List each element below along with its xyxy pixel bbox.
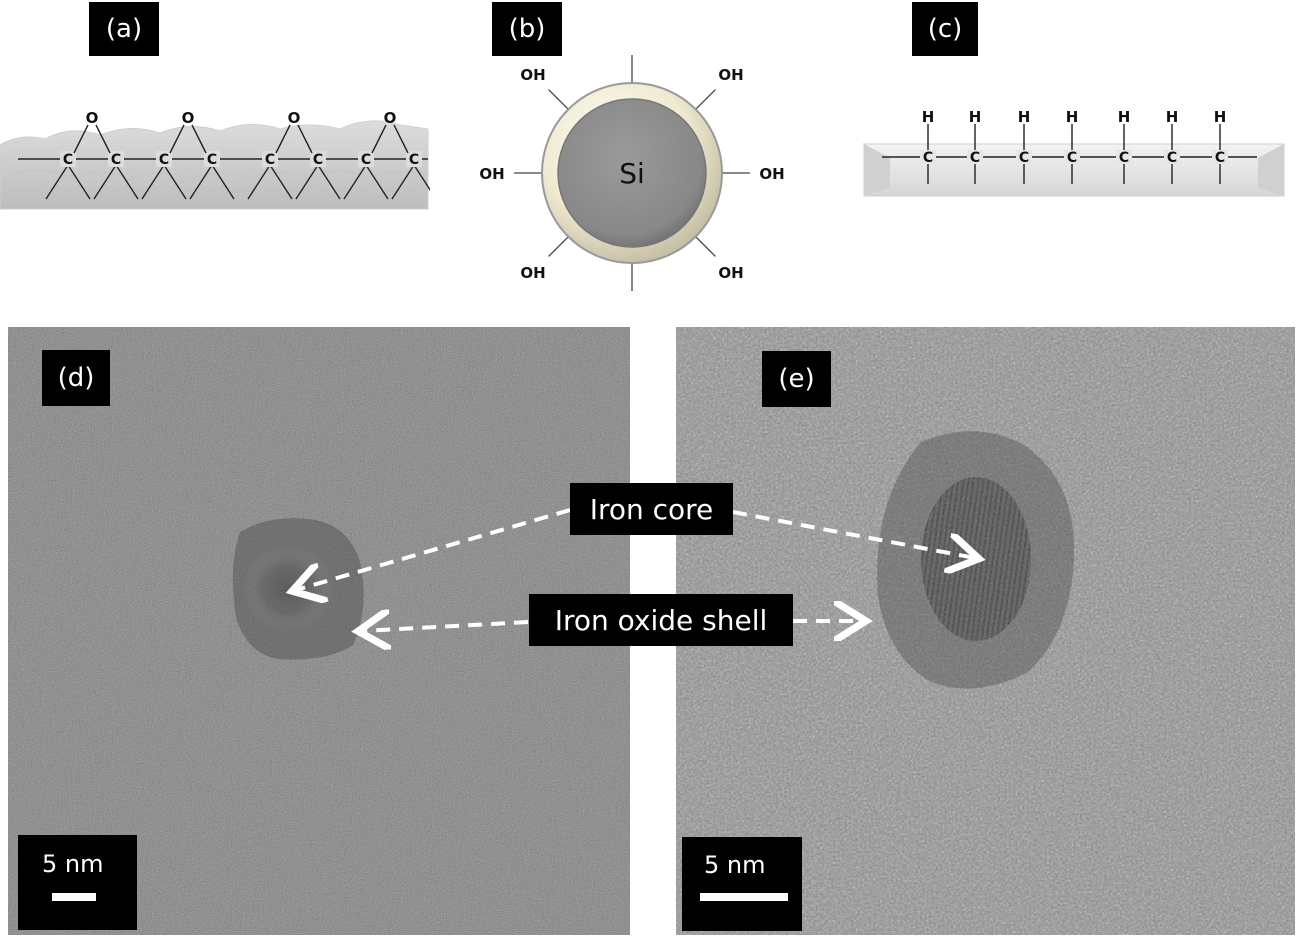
arrow-shell-d [362,622,529,631]
carbon-atom-label: C [1167,150,1177,166]
tem-image-d: 5 nm [8,327,630,935]
iron-oxide-shell-callout: Iron oxide shell [529,594,793,646]
scale-bar-d: 5 nm [18,835,137,930]
carbon-atom-label: C [923,150,933,166]
oxygen-atom-label: O [288,109,301,127]
carbon-atom-label: C [313,152,323,168]
oxygen-atom-label: O [384,109,397,127]
silica-particle-diagram: Si OHOHOHOHOHOHOHOH [479,40,785,291]
silica-core [557,98,707,248]
arrow-iron-core-d [296,508,571,590]
si-core-label: Si [619,157,645,190]
scale-bar-d-label: 5 nm [42,850,104,878]
hydrocarbon-surface-diagram: C H C H C H C H C H C H C H [862,108,1286,197]
carbon-atom-label: C [970,150,980,166]
arrow-iron-core-e [732,510,975,558]
carbon-atom-label: C [1067,150,1077,166]
tem-image-e: 5 nm [676,327,1295,935]
carbon-atom-label: C [111,152,121,168]
hydrogen-atom-label: H [1118,108,1131,126]
carbon-atom-label: C [361,152,371,168]
hydroxyl-group-label: OH [718,66,743,84]
carbon-atom-label: C [1019,150,1029,166]
hydrogen-atom-label: H [922,108,935,126]
hydroxyl-group-label: OH [619,40,644,43]
carbon-atom-label: C [207,152,217,168]
hydroxyl-group-label: OH [520,66,545,84]
carbon-atom-label: C [1119,150,1129,166]
scale-bar-e: 5 nm [682,837,802,931]
panel-label-e: (e) [762,351,831,407]
carbon-atom-label: C [159,152,169,168]
iron-core-callout: Iron core [570,483,733,535]
hydrogen-atom-label: H [1018,108,1031,126]
hydroxyl-group-label: OH [718,264,743,282]
hydroxyl-group-label: OH [479,165,504,183]
hydroxyl-group-label: OH [759,165,784,183]
hydrogen-atom-label: H [1214,108,1227,126]
hydrogen-atom-label: H [969,108,982,126]
carbon-atom-label: C [1215,150,1225,166]
oxygen-atom-label: O [182,109,195,127]
carbon-atom-label: C [63,152,73,168]
carbon-atom-label: C [265,152,275,168]
panel-label-c: (c) [912,2,978,56]
panel-label-a: (a) [89,2,159,56]
scale-bar-e-label: 5 nm [704,851,766,879]
panel-label-d: (d) [42,350,110,406]
oxygen-atom-label: O [86,109,99,127]
carbon-atom-label: C [409,152,419,168]
panel-label-b: (b) [492,2,562,56]
epoxide-surface-diagram: C C C C C C C C O O O O [0,109,430,210]
hydroxyl-group-label: OH [520,264,545,282]
hydrogen-atom-label: H [1066,108,1079,126]
hydrogen-atom-label: H [1166,108,1179,126]
